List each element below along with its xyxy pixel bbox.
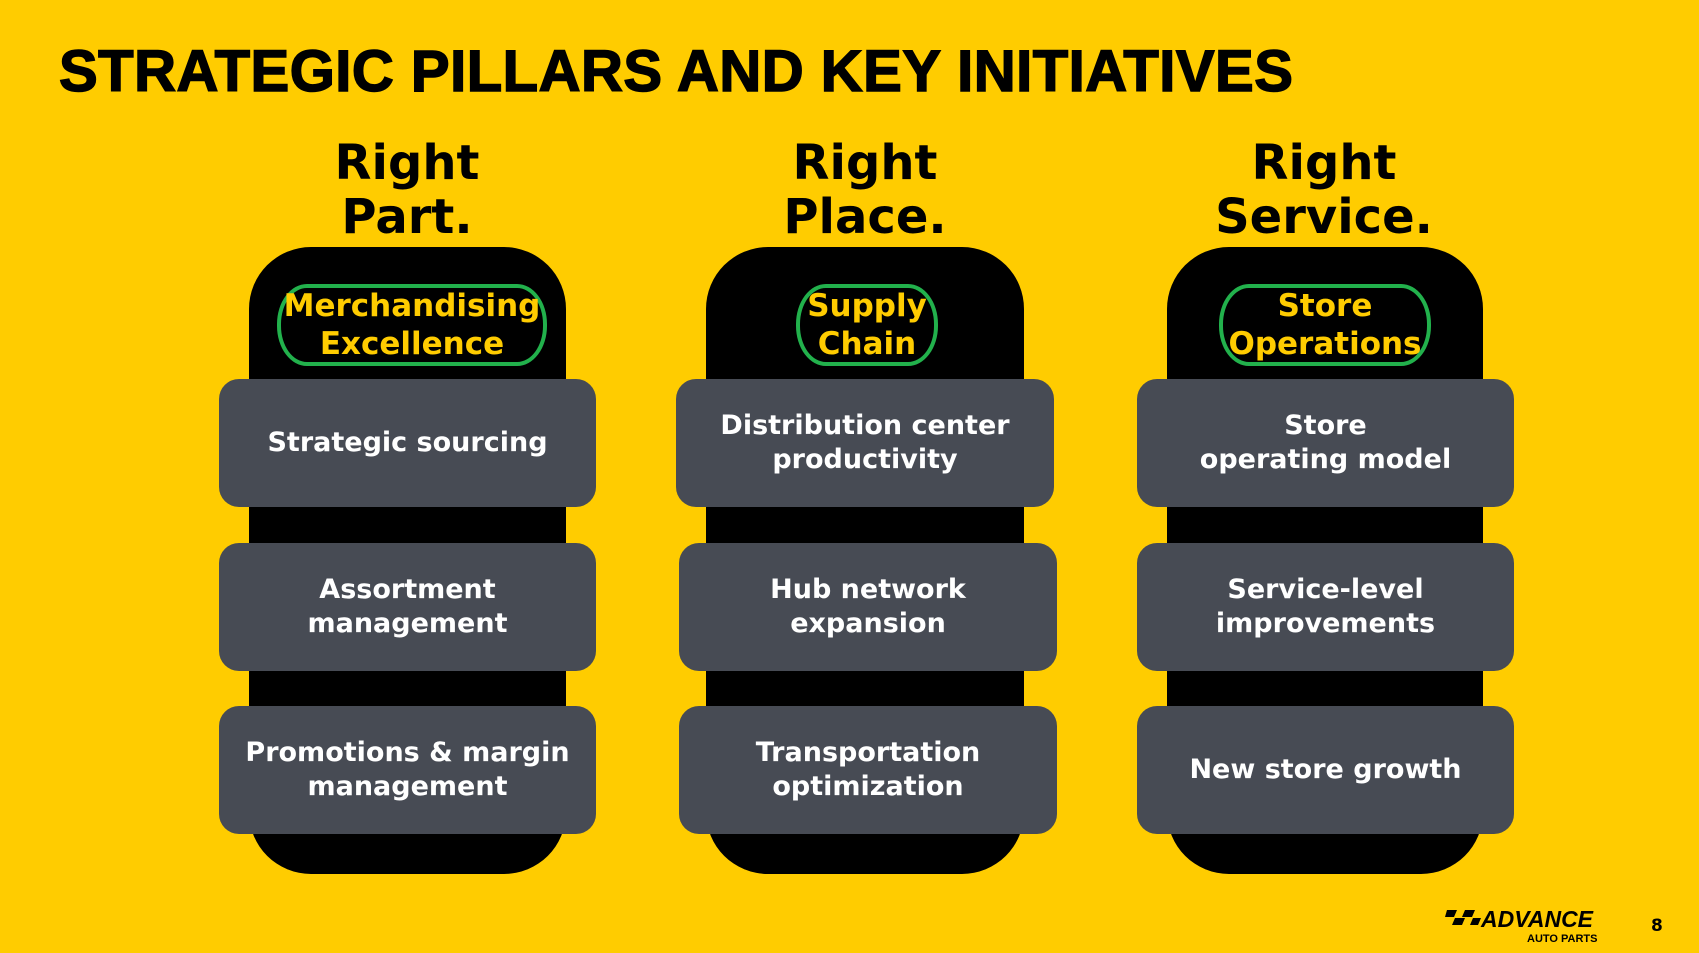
checkered-flag-icon: ADVANCE AUTO PARTS bbox=[1445, 906, 1598, 945]
pillar-heading: Right Part. bbox=[334, 135, 480, 245]
pillar-label: Store Operations bbox=[1219, 284, 1431, 366]
initiative-card: Service-level improvements bbox=[1137, 543, 1514, 671]
logo-sub: AUTO PARTS bbox=[1527, 933, 1598, 945]
page-number: 8 bbox=[1651, 916, 1663, 936]
slide-title: STRATEGIC PILLARS AND KEY INITIATIVES bbox=[58, 38, 1294, 105]
initiative-card: Hub network expansion bbox=[679, 543, 1057, 671]
initiative-card: Transportation optimization bbox=[679, 706, 1057, 834]
initiative-card: Store operating model bbox=[1137, 379, 1514, 507]
logo-brand: ADVANCE bbox=[1480, 908, 1594, 932]
initiative-card: Strategic sourcing bbox=[219, 379, 596, 507]
pillar-label: Supply Chain bbox=[796, 284, 938, 366]
pillar-heading: Right Place. bbox=[783, 135, 947, 245]
pillar-label: Merchandising Excellence bbox=[277, 284, 547, 366]
initiative-card: Assortment management bbox=[219, 543, 596, 671]
advance-auto-parts-logo: ADVANCE AUTO PARTS bbox=[1445, 906, 1615, 950]
pillar-heading: Right Service. bbox=[1215, 135, 1433, 245]
initiative-card: New store growth bbox=[1137, 706, 1514, 834]
initiative-card: Distribution center productivity bbox=[676, 379, 1054, 507]
initiative-card: Promotions & margin management bbox=[219, 706, 596, 834]
